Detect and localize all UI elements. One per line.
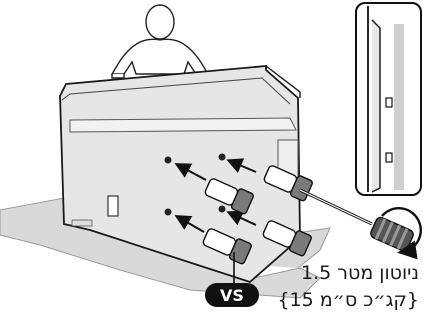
vs-label: VS [220, 286, 244, 305]
person-figure [112, 5, 208, 78]
vs-badge: VS [205, 283, 259, 307]
detail-inset [356, 3, 421, 195]
torque-newton-meter-label: 1.5 ניוטון מטר [301, 262, 419, 284]
torque-kgf-cm-label: {15 קג״כ ס״מ} [277, 289, 419, 311]
